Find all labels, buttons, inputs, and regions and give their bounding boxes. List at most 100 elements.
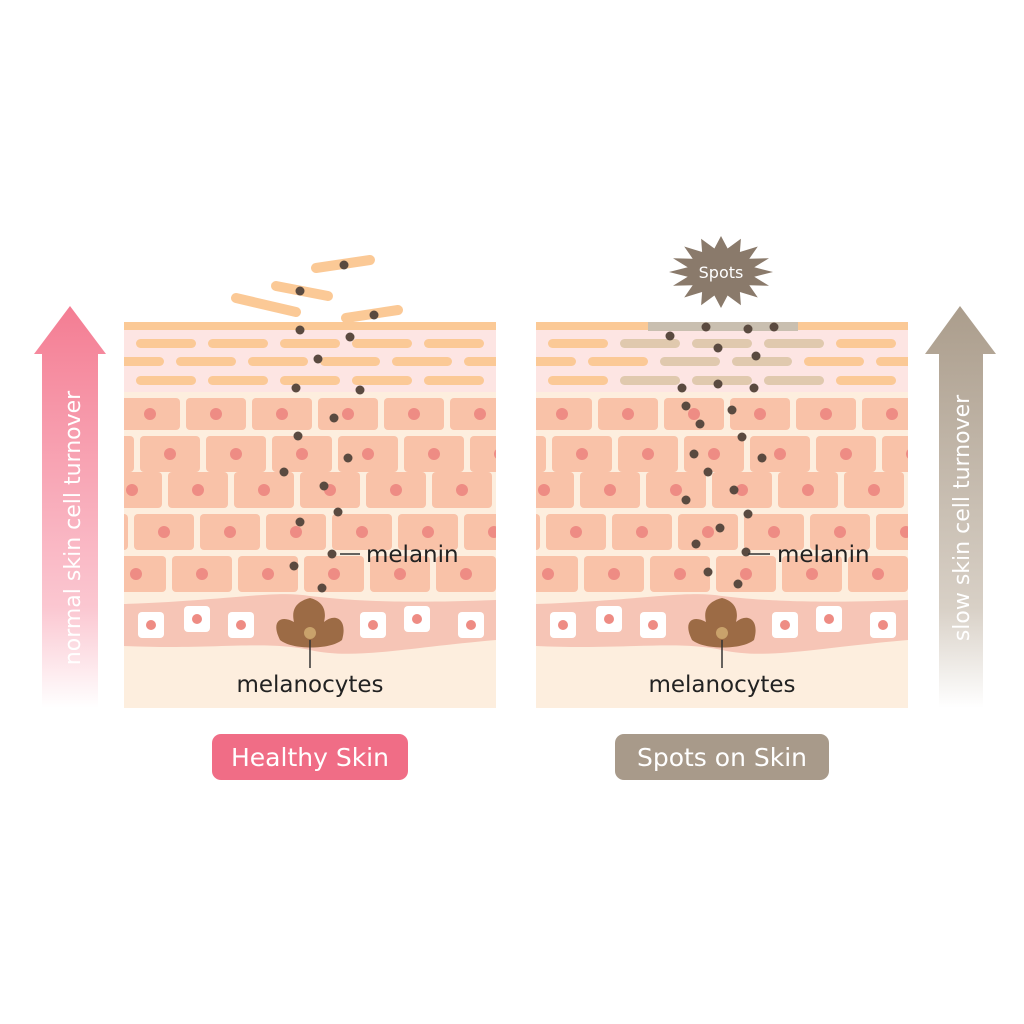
- skin-cell: [450, 398, 496, 430]
- basal-cell-nucleus: [146, 620, 156, 630]
- cell-nucleus: [192, 484, 204, 496]
- cell-nucleus: [522, 484, 534, 496]
- melanin-granule: [313, 354, 323, 364]
- basal-cell-nucleus: [604, 614, 614, 624]
- cell-nucleus: [224, 526, 236, 538]
- cell-nucleus: [642, 448, 654, 460]
- cell-nucleus: [290, 526, 302, 538]
- flattened-cell: [280, 339, 340, 348]
- flattened-cell: [836, 339, 896, 348]
- flattened-cell: [136, 339, 196, 348]
- cell-nucleus: [210, 408, 222, 420]
- cell-nucleus: [144, 408, 156, 420]
- melanin-granule: [333, 507, 343, 517]
- cell-nucleus: [576, 448, 588, 460]
- melanin-granule: [751, 351, 761, 361]
- melanin-granule: [339, 260, 349, 270]
- cell-nucleus: [806, 568, 818, 580]
- cell-nucleus: [802, 484, 814, 496]
- basal-cell-nucleus: [878, 620, 888, 630]
- cell-nucleus: [670, 484, 682, 496]
- spots-skin-caption: Spots on Skin: [615, 734, 829, 780]
- cell-nucleus: [130, 568, 142, 580]
- flattened-cell: [548, 339, 608, 348]
- flattened-cell: [536, 357, 576, 366]
- cell-nucleus: [474, 408, 486, 420]
- melanin-granule: [291, 383, 301, 393]
- flattened-cell: [548, 376, 608, 385]
- skin-cell: [124, 472, 162, 508]
- flattened-cell: [352, 376, 412, 385]
- basal-cell-nucleus: [780, 620, 790, 630]
- melanin-granule: [743, 324, 753, 334]
- cell-nucleus: [906, 449, 908, 459]
- cell-nucleus: [702, 526, 714, 538]
- flattened-cell: [424, 339, 484, 348]
- cell-nucleus: [456, 484, 468, 496]
- skin-cell: [862, 398, 908, 430]
- melanin-granule: [743, 509, 753, 519]
- cell-nucleus: [754, 408, 766, 420]
- cell-nucleus: [98, 448, 110, 460]
- cell-nucleus: [408, 408, 420, 420]
- skin-cell: [536, 514, 540, 550]
- melanin-granule: [317, 583, 327, 593]
- cell-nucleus: [428, 448, 440, 460]
- melanin-granule: [695, 419, 705, 429]
- skin-layers: [98, 322, 534, 708]
- cell-nucleus: [774, 448, 786, 460]
- melanin-granule: [369, 310, 379, 320]
- basal-cell-nucleus: [412, 614, 422, 624]
- skin-cell: [470, 436, 496, 472]
- shedding-cells: [231, 255, 403, 323]
- cell-nucleus: [158, 526, 170, 538]
- flattened-cell: [620, 339, 680, 348]
- skin-cell: [876, 514, 908, 550]
- cell-nucleus: [262, 568, 274, 580]
- cell-nucleus: [688, 408, 700, 420]
- skin-cell: [124, 514, 128, 550]
- basal-cell-nucleus: [192, 614, 202, 624]
- melanin-granule: [741, 547, 751, 557]
- melanin-granule: [715, 523, 725, 533]
- flattened-cell: [876, 357, 908, 366]
- flattened-cell: [732, 357, 792, 366]
- melanin-granule: [345, 332, 355, 342]
- cell-nucleus: [494, 449, 496, 459]
- cell-nucleus: [834, 526, 846, 538]
- spots-skin-cross-section: [536, 322, 908, 708]
- melanin-granule: [769, 322, 779, 332]
- skin-cell: [124, 436, 134, 472]
- basal-cell-nucleus: [368, 620, 378, 630]
- melanocyte-nucleus: [716, 627, 728, 639]
- flattened-cell: [588, 357, 648, 366]
- flattened-cell: [280, 376, 340, 385]
- cell-nucleus: [740, 568, 752, 580]
- flattened-cell: [208, 339, 268, 348]
- melanin-granule: [355, 385, 365, 395]
- basal-cell-nucleus: [824, 614, 834, 624]
- skin-cell: [536, 436, 546, 472]
- cell-nucleus: [820, 408, 832, 420]
- cell-nucleus: [362, 448, 374, 460]
- cell-nucleus: [768, 526, 780, 538]
- melanin-granule: [729, 485, 739, 495]
- cell-nucleus: [196, 568, 208, 580]
- spots-burst: Spots: [669, 236, 773, 308]
- cell-nucleus: [342, 408, 354, 420]
- flattened-cell: [692, 376, 752, 385]
- flattened-cell: [660, 357, 720, 366]
- normal-turnover-label: normal skin cell turnover: [61, 390, 86, 665]
- melanin-granule: [681, 495, 691, 505]
- healthy-melanin-label: melanin: [366, 542, 459, 568]
- cell-nucleus: [636, 526, 648, 538]
- skin-cell: [464, 514, 496, 550]
- cell-nucleus: [556, 408, 568, 420]
- spots-burst-label: Spots: [699, 263, 744, 282]
- cell-nucleus: [356, 526, 368, 538]
- spot-stain: [648, 322, 798, 331]
- cell-nucleus: [674, 568, 686, 580]
- cell-nucleus: [230, 448, 242, 460]
- skin-layers: [536, 322, 908, 708]
- basal-cell-nucleus: [558, 620, 568, 630]
